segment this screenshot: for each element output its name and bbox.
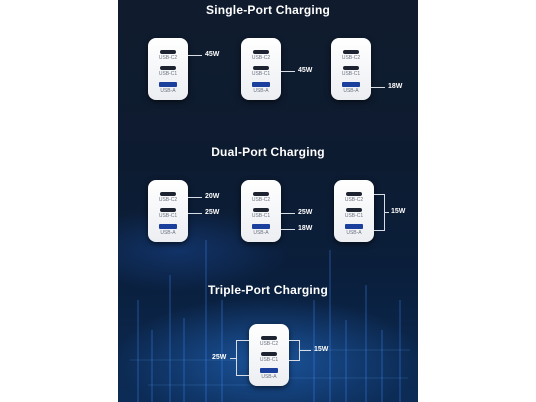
usb-c1-label: USB-C1 [251, 71, 271, 77]
leader-line [281, 213, 295, 214]
wattage-label: 15W [391, 208, 406, 215]
usb-c1-port [160, 66, 176, 70]
charger-single-2: USB-C2 USB-C1 USB-A [241, 38, 281, 100]
usb-a-label: USB-A [346, 230, 362, 236]
usb-c2-port [253, 50, 269, 54]
wattage-label: 25W [205, 209, 220, 216]
charger-dual-2: USB-C2 USB-C1 USB-A [241, 180, 281, 242]
dual-port-title: Dual-Port Charging [211, 145, 325, 159]
usb-a-label: USB-A [261, 374, 277, 380]
bracket-line [289, 360, 299, 361]
bracket-line [374, 230, 384, 231]
leader-line [188, 197, 202, 198]
bracket-line [299, 350, 311, 351]
usb-c1-port [343, 66, 359, 70]
bracket-line [236, 340, 249, 341]
usb-c2-label: USB-C2 [344, 197, 364, 203]
usb-c2-label: USB-C2 [259, 341, 279, 347]
usb-a-port [260, 368, 278, 373]
leader-line [371, 87, 385, 88]
usb-a-label: USB-A [160, 230, 176, 236]
usb-c1-port [261, 352, 277, 356]
usb-a-port [252, 82, 270, 87]
usb-c2-label: USB-C2 [158, 197, 178, 203]
wattage-label: 15W [314, 346, 329, 353]
usb-c2-port [261, 336, 277, 340]
bracket-line [230, 358, 236, 359]
single-port-title: Single-Port Charging [206, 3, 330, 17]
usb-c1-label: USB-C1 [259, 357, 279, 363]
bracket-line [374, 194, 384, 195]
usb-c2-port [160, 50, 176, 54]
usb-a-label: USB-A [253, 230, 269, 236]
leader-line [281, 71, 295, 72]
usb-c2-port [343, 50, 359, 54]
usb-a-label: USB-A [160, 88, 176, 94]
usb-c1-label: USB-C1 [158, 71, 178, 77]
leader-line [281, 229, 295, 230]
usb-a-label: USB-A [253, 88, 269, 94]
usb-c2-label: USB-C2 [251, 55, 271, 61]
usb-c1-label: USB-C1 [341, 71, 361, 77]
usb-c2-label: USB-C2 [341, 55, 361, 61]
wattage-label: 25W [298, 209, 313, 216]
usb-c2-port [253, 192, 269, 196]
charger-single-1: USB-C2 USB-C1 USB-A [148, 38, 188, 100]
usb-c1-port [253, 66, 269, 70]
blue-light-streaks [130, 240, 410, 402]
charger-dual-1: USB-C2 USB-C1 USB-A [148, 180, 188, 242]
bracket-line [289, 340, 299, 341]
wattage-label: 18W [298, 225, 313, 232]
charger-single-3: USB-C2 USB-C1 USB-A [331, 38, 371, 100]
usb-c2-label: USB-C2 [158, 55, 178, 61]
wattage-label: 25W [212, 354, 227, 361]
usb-c1-port [253, 208, 269, 212]
bracket-line [236, 340, 237, 376]
bracket-line [236, 375, 249, 376]
usb-c1-port [346, 208, 362, 212]
usb-c1-port [160, 208, 176, 212]
usb-a-port [342, 82, 360, 87]
wattage-label: 18W [388, 83, 403, 90]
wattage-label: 45W [298, 67, 313, 74]
usb-a-label: USB-A [343, 88, 359, 94]
bracket-line [384, 212, 389, 213]
usb-c2-label: USB-C2 [251, 197, 271, 203]
usb-a-port [159, 82, 177, 87]
wattage-label: 20W [205, 193, 220, 200]
leader-line [188, 213, 202, 214]
usb-c2-port [346, 192, 362, 196]
charger-triple: USB-C2 USB-C1 USB-A [249, 324, 289, 386]
usb-c2-port [160, 192, 176, 196]
usb-c1-label: USB-C1 [251, 213, 271, 219]
usb-a-port [252, 224, 270, 229]
usb-c1-label: USB-C1 [344, 213, 364, 219]
charger-dual-3: USB-C2 USB-C1 USB-A [334, 180, 374, 242]
product-infographic: Single-Port Charging Dual-Port Charging … [118, 0, 418, 402]
usb-a-port [345, 224, 363, 229]
leader-line [188, 55, 202, 56]
wattage-label: 45W [205, 51, 220, 58]
usb-c1-label: USB-C1 [158, 213, 178, 219]
usb-a-port [159, 224, 177, 229]
triple-port-title: Triple-Port Charging [207, 283, 328, 297]
